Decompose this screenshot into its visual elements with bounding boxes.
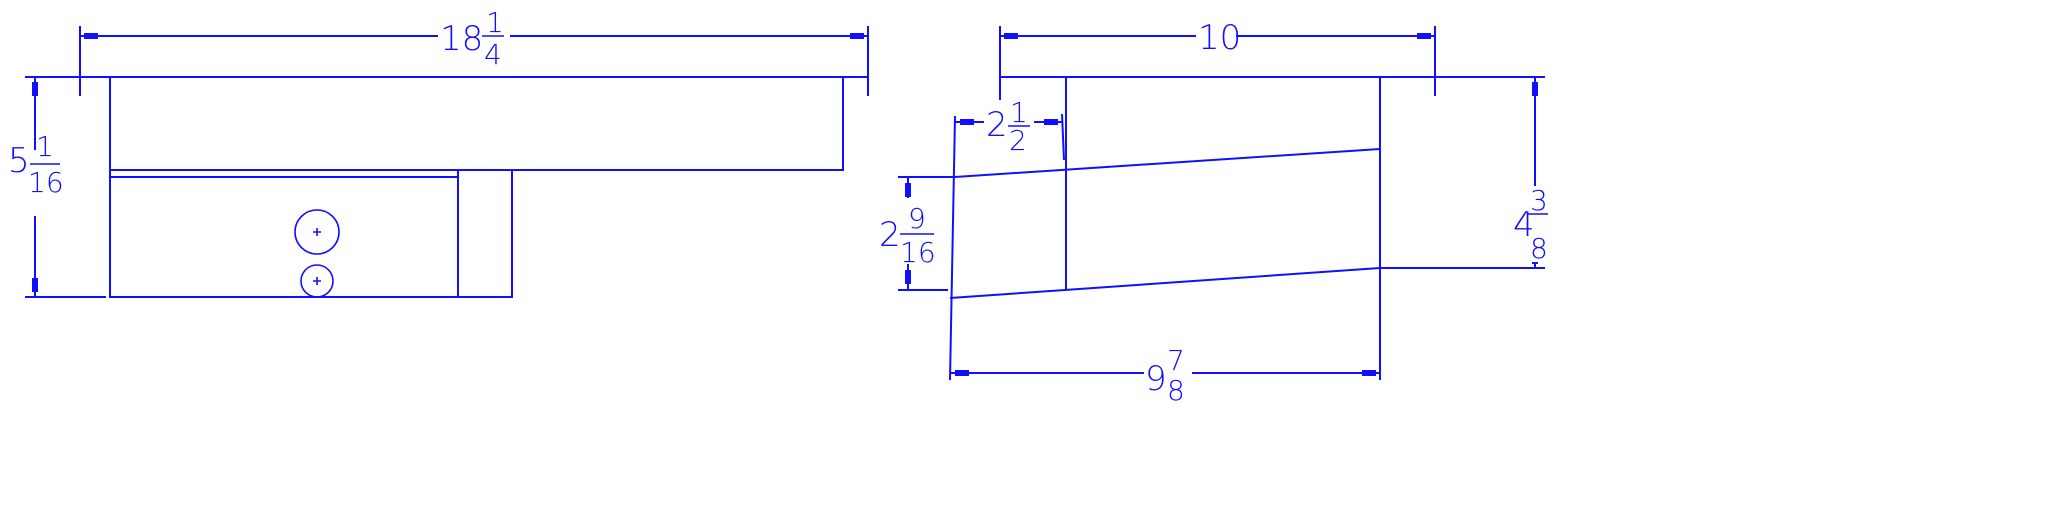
svg-text:4: 4 <box>484 38 502 71</box>
svg-text:4: 4 <box>1513 205 1535 245</box>
extension-line <box>1061 113 1065 161</box>
svg-text:2: 2 <box>986 105 1008 145</box>
svg-text:18: 18 <box>440 19 483 59</box>
arrow-icon <box>905 183 911 197</box>
svg-text:10: 10 <box>1198 18 1241 58</box>
svg-text:5: 5 <box>8 141 30 181</box>
arrow-icon <box>960 119 974 125</box>
svg-text:3: 3 <box>1530 184 1548 217</box>
upper-slope <box>954 148 1381 178</box>
svg-text:1: 1 <box>486 6 504 39</box>
svg-text:16: 16 <box>28 166 64 199</box>
arrow-icon <box>1417 33 1431 39</box>
svg-text:9: 9 <box>908 202 926 235</box>
bolt-hole-small <box>300 264 334 298</box>
dimension-label-length: 18 1 4 <box>438 6 510 71</box>
svg-text:16: 16 <box>900 236 936 269</box>
arrow-icon <box>1362 370 1376 376</box>
dimension-label-height: 5 1 16 <box>6 130 66 216</box>
end-block <box>457 169 513 298</box>
svg-text:1: 1 <box>1010 96 1028 129</box>
dimension-label-right-height: 4 3 8 <box>1512 184 1548 265</box>
arrow-icon <box>1044 119 1058 125</box>
center-mark-icon <box>313 277 321 285</box>
lower-slope <box>949 267 1381 299</box>
svg-text:9: 9 <box>1145 359 1167 399</box>
front-view: 18 1 4 5 1 16 <box>6 6 869 298</box>
side-view: 10 2 1 2 4 3 8 <box>878 18 1548 407</box>
center-mark-icon <box>313 228 321 236</box>
arrow-icon <box>84 33 98 39</box>
arrow-icon <box>32 82 38 96</box>
dimension-label-offset: 2 1 2 <box>984 96 1034 157</box>
dimension-label-top-width: 10 <box>1196 18 1241 58</box>
upper-body <box>109 76 844 171</box>
svg-text:2: 2 <box>879 215 901 255</box>
arrow-icon <box>905 270 911 284</box>
arrow-icon <box>1004 33 1018 39</box>
arrow-icon <box>32 278 38 292</box>
dimension-label-left-height: 2 9 16 <box>878 198 940 269</box>
lower-body <box>109 169 459 298</box>
svg-text:7: 7 <box>1167 344 1185 377</box>
arrow-icon <box>850 33 864 39</box>
left-edge <box>949 115 956 381</box>
bolt-hole-large <box>294 209 340 255</box>
svg-text:1: 1 <box>36 130 54 163</box>
arrow-icon <box>1532 82 1538 96</box>
svg-text:8: 8 <box>1530 232 1548 265</box>
arrow-icon <box>955 370 969 376</box>
svg-text:8: 8 <box>1167 374 1185 407</box>
dimension-label-bottom-width: 9 7 8 <box>1144 344 1192 407</box>
svg-text:2: 2 <box>1009 124 1027 157</box>
